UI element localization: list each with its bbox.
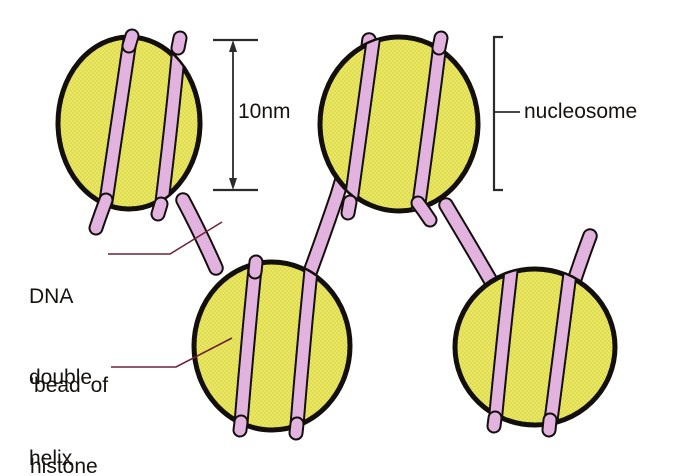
histone-protein-label: 'bead' of histone protein: [30, 318, 108, 476]
leader-line-histone: [111, 337, 233, 368]
leader-lines: [108, 221, 233, 368]
scale-dimension-line: [213, 38, 258, 192]
nucleosome-bead-bottom-right: [452, 266, 618, 438]
histone-label-line-1: 'bead' of: [30, 374, 109, 397]
dna-label-line-2: double: [29, 366, 93, 389]
leader-line-dna: [108, 221, 223, 255]
nucleosome-bead-bottom-middle: [191, 254, 353, 441]
histone-label-line-2: histone: [30, 455, 98, 476]
scale-label: 10nm: [238, 100, 291, 123]
dna-label-line-1: DNA: [29, 285, 74, 308]
nucleosome-bead-top-left: [55, 28, 203, 236]
nucleosome-bracket: [492, 35, 520, 192]
nucleosome-bead-top-right: [317, 30, 481, 228]
dna-double-helix-label: DNA double helix: [29, 229, 92, 476]
nucleosome-label: nucleosome: [524, 100, 638, 123]
dna-label-line-3: helix: [29, 447, 73, 470]
